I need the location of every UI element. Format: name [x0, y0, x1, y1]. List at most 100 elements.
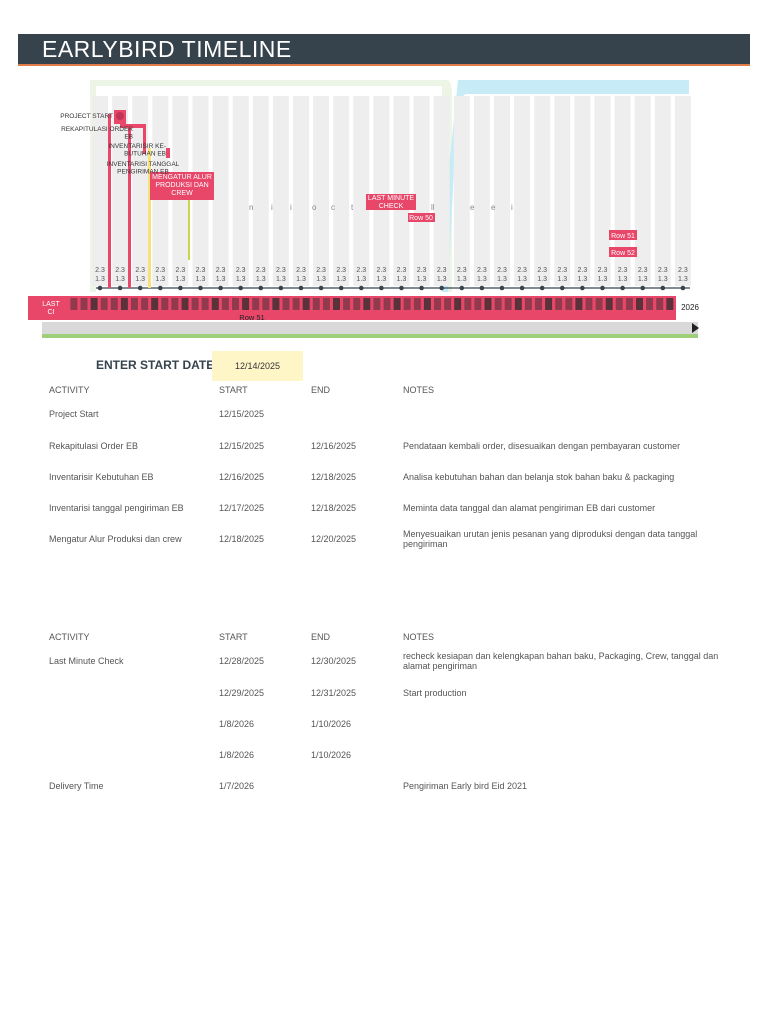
bottom-left-box [28, 296, 68, 320]
milestone-box-last-minute [366, 194, 416, 210]
milestone-label: PRODUKSI DAN [155, 182, 208, 189]
column-stripe [614, 96, 631, 286]
column-stripe [92, 96, 108, 286]
milestone-label: INVENTARISI TANGGAL [107, 161, 180, 168]
bottom-strip-glyph [232, 298, 239, 310]
tick-label: 2.3 [638, 267, 648, 274]
header-start: START [219, 385, 248, 395]
faint-label: ll [431, 203, 435, 212]
tick-label: 2.3 [497, 267, 507, 274]
bottom-milestone-strip [28, 296, 676, 320]
tick-label: 2.3 [115, 267, 125, 274]
bottom-strip-glyph [646, 298, 654, 310]
tick-label: 2.3 [216, 267, 226, 274]
row-start: 12/29/2025 [219, 688, 265, 698]
tick-label: 2.3 [397, 267, 407, 274]
tick-label: 2.3 [537, 267, 547, 274]
green-progress-bar [42, 334, 698, 338]
column-stripe [453, 96, 470, 286]
column-stripe [413, 96, 430, 286]
row-end: 12/31/2025 [311, 688, 357, 698]
column-stripe [554, 96, 571, 286]
row-activity: Inventarisir Kebutuhan EB [49, 472, 154, 482]
bottom-strip-glyph [545, 298, 553, 310]
faint-label: c [331, 203, 335, 212]
tick-label: 2.3 [557, 267, 567, 274]
tick-label: 1.3 [397, 276, 407, 283]
tick-label: 1.3 [578, 276, 588, 283]
column-stripe [514, 96, 531, 286]
start-date-input[interactable]: 12/14/2025 [212, 351, 303, 381]
tick-label: 1.3 [336, 276, 346, 283]
tick-label: 2.3 [618, 267, 628, 274]
bottom-strip-glyph [100, 298, 108, 310]
tick-label: 2.3 [336, 267, 346, 274]
milestone-flag-inventarisir [166, 148, 170, 158]
row-notes: Menyesuaikan urutan jenis pesanan yang d… [403, 529, 698, 549]
horizontal-scrollbar [42, 322, 698, 334]
tick-label: 1.3 [155, 276, 165, 283]
bottom-strip-glyph [504, 298, 512, 310]
tick-label: 1.3 [517, 276, 527, 283]
bottom-strip-glyph [595, 298, 603, 310]
row-end: 1/10/2026 [311, 719, 352, 729]
bottom-strip-glyph [393, 298, 401, 310]
page-title: EARLYBIRD TIMELINE [42, 36, 292, 62]
bottom-strip-glyph [161, 298, 169, 310]
column-stripe [473, 96, 490, 286]
milestone-label: EB [124, 134, 133, 141]
tick-label: 2.3 [356, 267, 366, 274]
bottom-strip-glyph [514, 298, 522, 310]
milestone-pin-project-start [108, 114, 111, 288]
row-end: 12/18/2025 [311, 472, 357, 482]
bottom-strip-glyph [201, 298, 209, 310]
bottom-strip-glyph [524, 298, 532, 310]
bottom-strip-glyph [110, 298, 118, 310]
tick-label: 2.3 [417, 267, 427, 274]
faint-label: i [271, 203, 273, 212]
column-stripe [272, 96, 289, 286]
bottom-strip-glyph [151, 298, 159, 310]
column-stripe [293, 96, 309, 286]
tick-label: 1.3 [638, 276, 648, 283]
row-start: 1/7/2026 [219, 781, 255, 791]
bottom-strip-glyph [80, 298, 88, 310]
bottom-strip-glyph [252, 298, 260, 310]
row-end: 12/30/2025 [311, 656, 357, 666]
faint-label: t [351, 203, 354, 212]
bottom-strip-glyph [262, 298, 270, 310]
milestone-label: Row 51 [611, 233, 635, 240]
bottom-row-label: Row 51 [239, 313, 264, 322]
milestone-label: Row 50 [409, 215, 433, 222]
row-start: 12/16/2025 [219, 472, 265, 482]
column-stripe [594, 96, 611, 286]
row-start: 12/18/2025 [219, 534, 265, 544]
bottom-strip-glyph [383, 298, 391, 310]
tick-label: 2.3 [135, 267, 145, 274]
row-activity: Rekapitulasi Order EB [49, 441, 139, 451]
bottom-strip-glyph [434, 298, 441, 310]
tick-label: 1.3 [196, 276, 206, 283]
bottom-strip-glyph [585, 298, 593, 310]
tick-label: 1.3 [557, 276, 567, 283]
bottom-strip-glyph [464, 298, 472, 310]
tick-label: 2.3 [678, 267, 688, 274]
column-stripe [112, 96, 129, 286]
row-notes: recheck kesiapan dan kelengkapan bahan b… [403, 651, 719, 671]
header-notes: NOTES [403, 385, 435, 395]
row-start: 1/8/2026 [219, 719, 255, 729]
tick-label: 1.3 [417, 276, 427, 283]
tick-label: 2.3 [377, 267, 387, 274]
milestone-label: INVENTARISIR KE- [108, 143, 166, 150]
bottom-strip-glyph [181, 298, 189, 310]
header-notes: NOTES [403, 632, 435, 642]
tick-label: 1.3 [236, 276, 246, 283]
bottom-strip-glyph [322, 298, 330, 310]
scroll-left-button [42, 324, 50, 332]
column-stripe [494, 96, 510, 286]
milestone-label: Row 52 [611, 250, 635, 257]
bottom-strip-glyph [565, 298, 573, 310]
tick-label: 2.3 [658, 267, 668, 274]
tick-label: 2.3 [196, 267, 206, 274]
tick-label: 1.3 [678, 276, 688, 283]
